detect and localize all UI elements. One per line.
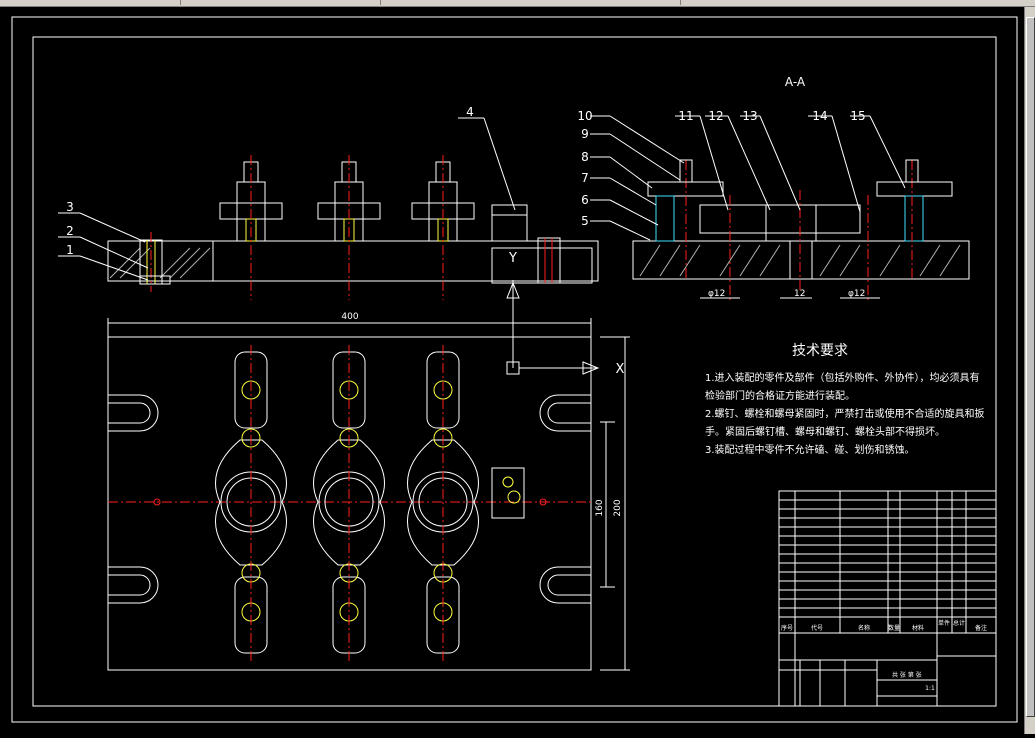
balloon-label: 4 — [466, 105, 474, 119]
plan-view: 400 160 200 — [107, 312, 630, 671]
clamp-assembly — [219, 155, 283, 300]
balloon-label: 14 — [812, 109, 827, 123]
front-view-block-4 — [491, 204, 528, 242]
section-balloon-leaders — [590, 115, 906, 241]
balloon-label: 8 — [581, 150, 589, 164]
balloon-label: 12 — [708, 109, 723, 123]
balloon-label: 7 — [581, 171, 589, 185]
notes-line: 手。紧固后螺钉槽、螺母和螺钉、螺栓头部不得损坏。 — [705, 425, 945, 438]
strap-clamp — [215, 345, 287, 662]
parts-header-cell: 总计 — [953, 619, 965, 627]
balloon-label: 13 — [742, 109, 757, 123]
parts-header-cell: 备注 — [975, 624, 987, 632]
title-block-scale: 1:1 — [925, 685, 935, 692]
title-block: 共 张 第 张 1:1 — [778, 632, 997, 707]
balloon-label: 10 — [577, 109, 592, 123]
parts-list: 序号 代号 名称 数量 材料 单件 总计 备注 — [778, 490, 997, 706]
notes-line: 2.螺钉、螺栓和螺母紧固时，严禁打击或使用不合适的旋具和扳 — [705, 407, 985, 420]
axis-label-x: X — [616, 362, 625, 377]
parts-header-cell: 名称 — [858, 624, 870, 632]
parts-header-cell: 单件 — [938, 619, 950, 627]
balloon-leaders — [58, 117, 516, 281]
clamp-assembly — [317, 155, 381, 300]
outer-border — [11, 16, 1018, 723]
strap-clamp — [407, 345, 479, 662]
front-view — [107, 155, 599, 368]
dimension-height-outer: 200 — [613, 499, 623, 516]
toolbar-segment — [380, 0, 681, 5]
notes-title: 技术要求 — [792, 343, 848, 359]
section-label: A-A — [785, 75, 806, 89]
dimension-mid: 12 — [794, 289, 805, 299]
notes-line: 1.进入装配的零件及部件（包括外购件、外协件），均必须具有 — [705, 371, 980, 384]
balloon-label: 9 — [581, 127, 589, 141]
notes-line: 3.装配过程中零件不允许磕、碰、划伤和锈蚀。 — [705, 443, 915, 456]
balloon-label: 3 — [66, 200, 74, 214]
parts-header-cell: 数量 — [888, 624, 900, 632]
dimension-overall-width: 400 — [341, 312, 358, 322]
toolbar-segment — [180, 0, 381, 5]
balloon-label: 15 — [850, 109, 865, 123]
axis-label-y: Y — [508, 251, 517, 266]
vertical-scrollbar[interactable] — [1024, 7, 1035, 734]
scrollbar-thumb[interactable] — [1026, 17, 1035, 717]
balloon-label: 11 — [678, 109, 693, 123]
balloon-label: 2 — [66, 224, 74, 238]
parts-header-cell: 代号 — [811, 624, 823, 632]
parts-header-cell: 序号 — [781, 624, 793, 632]
title-block-sheet: 共 张 第 张 — [892, 671, 922, 679]
drawing-svg: 3 2 1 4 Y A-A — [11, 16, 1018, 723]
balloon-label: 6 — [581, 193, 589, 207]
inner-border — [32, 36, 997, 707]
strap-clamp — [313, 345, 385, 662]
clamp-assembly — [411, 155, 475, 300]
toolbar-segment — [0, 0, 181, 5]
dimension-dia-left: φ12 — [708, 289, 725, 299]
balloon-label: 5 — [581, 214, 589, 228]
notes-line: 检验部门的合格证方能进行装配。 — [705, 389, 855, 402]
parts-header-cell: 材料 — [912, 624, 924, 632]
dimension-height-inner: 160 — [595, 499, 605, 516]
front-view-hatched-end — [107, 240, 214, 282]
dimension-dia-right: φ12 — [848, 289, 865, 299]
balloon-label: 1 — [66, 243, 74, 257]
application-top-bar — [0, 0, 1035, 7]
section-view — [632, 159, 970, 300]
cad-drawing-canvas[interactable]: 3 2 1 4 Y A-A — [0, 7, 1024, 734]
